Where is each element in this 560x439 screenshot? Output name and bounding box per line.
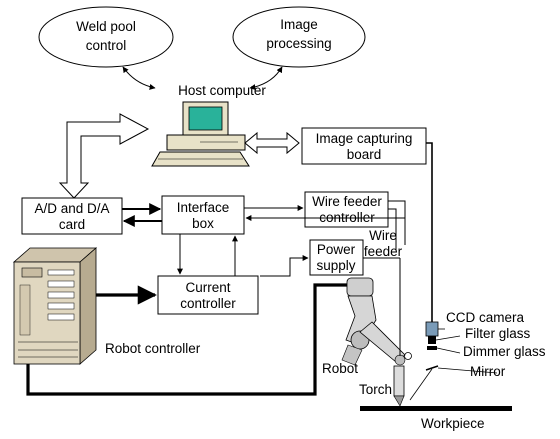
ellipse-to-host-arrow-left: [122, 66, 156, 90]
wirefeeder-drop-line-2: [388, 208, 397, 250]
torch-tip-icon: [393, 395, 405, 407]
filter-glass-label: Filter glass: [465, 326, 531, 341]
weld-pool-control-node: Weld pool control: [38, 6, 174, 68]
workpiece-label: Workpiece: [421, 416, 485, 431]
robot-controller-label: Robot controller: [105, 341, 201, 356]
wire-feeder-controller-line1: Wire feeder: [312, 194, 382, 209]
image-capturing-board-node: Image capturing board: [301, 127, 427, 165]
workpiece-plate: [360, 406, 512, 411]
torch-icon: [393, 365, 405, 397]
ad-da-card-node: A/D and D/A card: [21, 197, 123, 235]
camera-cable: [426, 142, 433, 322]
image-capturing-board-line1: Image capturing: [316, 131, 413, 146]
optical-path-line: [409, 368, 433, 401]
torch-label: Torch: [359, 382, 392, 397]
dimmer-glass-label: Dimmer glass: [463, 344, 546, 359]
interface-box-node: Interface box: [161, 195, 245, 235]
image-processing-node: Image processing: [232, 6, 366, 68]
mirror-leader-line: [437, 367, 498, 374]
current-to-power-arrow: [260, 255, 309, 277]
robot-controller-to-robot-cable: [26, 283, 360, 396]
mirror-label: Mirror: [470, 364, 506, 379]
robot-arm-icon: [341, 277, 406, 366]
image-processing-line1: Image: [280, 17, 318, 32]
current-controller-line2: controller: [180, 296, 236, 311]
robot-label: Robot: [322, 361, 358, 376]
wire-feeder-controller-node: Wire feeder controller: [304, 191, 389, 228]
ccd-camera-icon: [425, 321, 439, 371]
weld-pool-control-line2: control: [86, 38, 127, 53]
wire-spool-icon: [404, 352, 412, 360]
image-capturing-board-line2: board: [347, 147, 382, 162]
host-computer-label: Host computer: [178, 83, 266, 98]
wire-feeder-line1: Wire: [369, 228, 397, 243]
host-to-ad-hollow-arrow: [58, 113, 150, 199]
power-supply-line2: supply: [316, 258, 355, 273]
dimmer-leader-line: [436, 347, 461, 354]
current-controller-node: Current controller: [157, 275, 259, 315]
computer-icon: [151, 101, 250, 167]
wire-feeder-line2: feeder: [364, 244, 403, 259]
weld-pool-control-line1: Weld pool: [76, 19, 136, 34]
robot-controller-cabinet-icon: [12, 247, 98, 365]
filter-leader-line: [435, 335, 461, 341]
power-supply-line1: Power: [317, 242, 356, 257]
ad-da-card-line2: card: [59, 217, 85, 232]
image-processing-line2: processing: [266, 36, 331, 51]
power-supply-node: Power supply: [309, 239, 364, 276]
host-to-capture-board-arrow: [244, 131, 300, 155]
ccd-camera-label: CCD camera: [446, 310, 525, 325]
interface-box-line1: Interface: [177, 200, 230, 215]
ad-da-card-line1: A/D and D/A: [34, 201, 109, 216]
wirefeeder-drop-line: [388, 200, 406, 245]
interface-box-line2: box: [192, 216, 214, 231]
current-controller-line1: Current: [185, 280, 230, 295]
ellipse-to-host-arrow-right: [249, 66, 283, 90]
